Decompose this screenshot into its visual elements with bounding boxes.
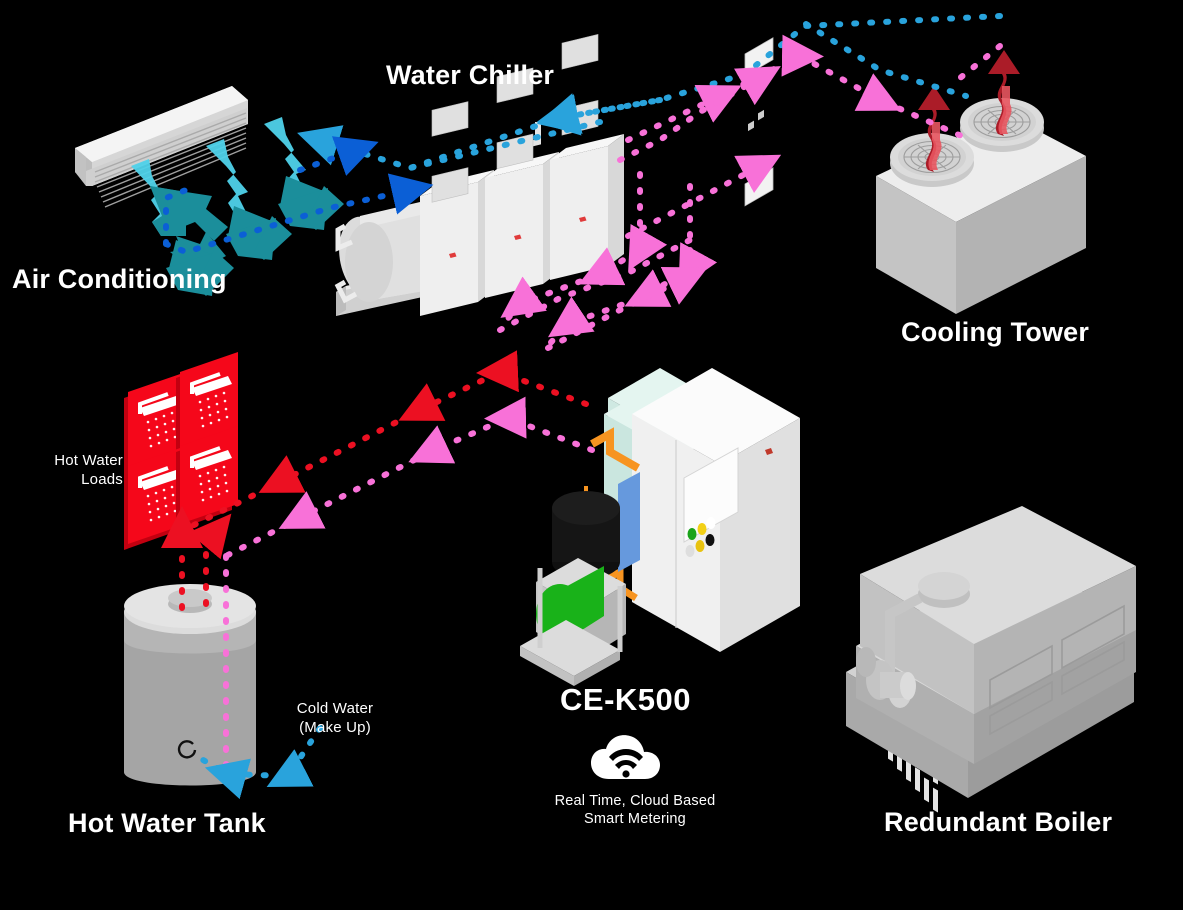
label-device-caption: Real Time, Cloud Based Smart Metering — [554, 793, 716, 827]
shower-icon — [176, 426, 238, 530]
hot-water-tank-unit — [124, 584, 256, 786]
label-hot-water-tank: Hot Water Tank — [68, 808, 266, 838]
label-redundant-boiler: Redundant Boiler — [884, 807, 1113, 837]
label-cooling-tower: Cooling Tower — [901, 317, 1090, 347]
shower-icon — [124, 372, 186, 476]
label-device-name: CE-K500 — [560, 682, 691, 717]
flow-lines — [161, 13, 1003, 800]
air-conditioning-unit — [75, 86, 248, 208]
label-air-conditioning: Air Conditioning — [12, 264, 227, 294]
air-flow-arrows — [131, 117, 344, 296]
heat-rejection-arrows — [918, 50, 1020, 172]
label-cold-water-makeup: Cold Water (Make Up) — [296, 700, 374, 736]
hot-water-loads-icons — [124, 352, 238, 550]
label-water-chiller: Water Chiller — [386, 60, 555, 90]
ce-k500-device — [520, 37, 800, 686]
cloud-wifi-icon — [591, 735, 660, 779]
shower-icon — [176, 352, 238, 456]
label-hot-water-loads: Hot Water Loads — [54, 452, 123, 488]
redundant-boiler-unit — [846, 506, 1136, 798]
